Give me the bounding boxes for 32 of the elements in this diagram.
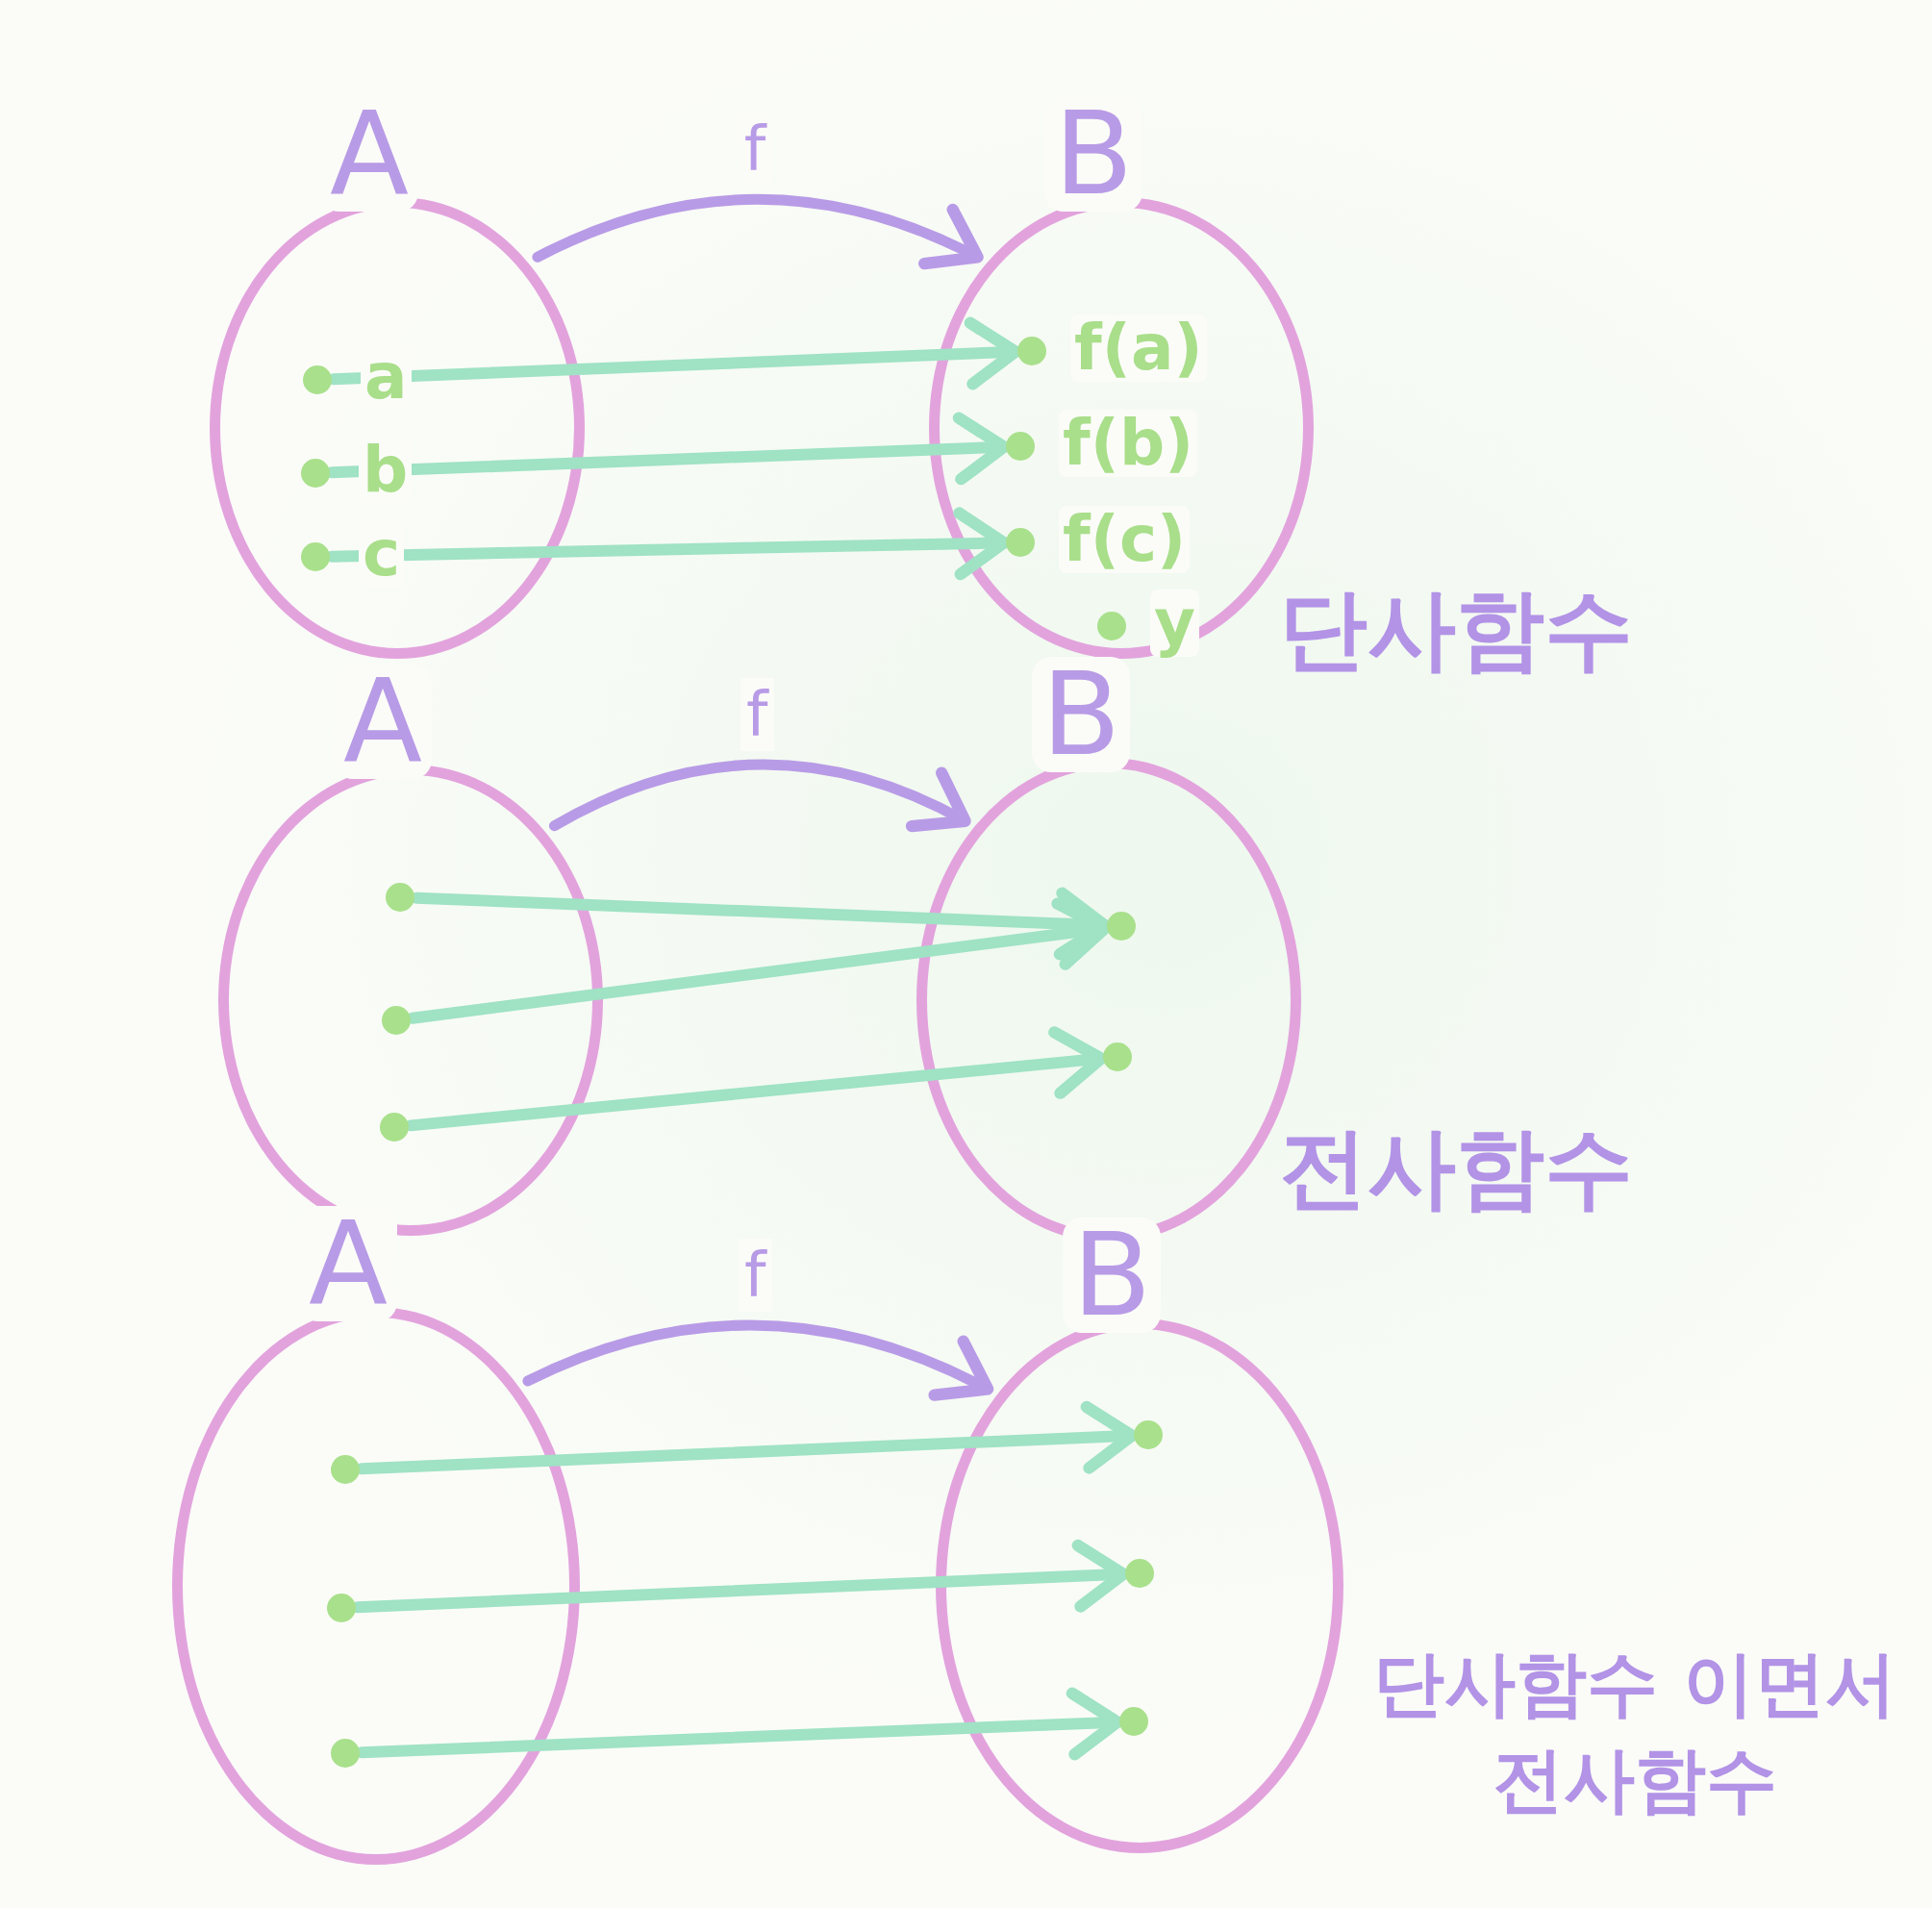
point-dot: [331, 1739, 360, 1768]
point-dot: [301, 459, 330, 488]
point-dot: [1119, 1707, 1148, 1736]
point-dot: [1017, 337, 1046, 365]
caption-text: 단사함수: [1279, 577, 1633, 683]
edge-label: f: [739, 1239, 772, 1313]
point-dot: [1125, 1559, 1154, 1588]
point-dot: [1134, 1420, 1163, 1449]
point-dot: [1097, 612, 1126, 640]
element-label: f(c): [1059, 506, 1191, 573]
edge-label: f: [740, 678, 774, 752]
point-dot: [386, 883, 414, 912]
point-dot: [1006, 432, 1035, 461]
point-dot: [303, 365, 332, 394]
caption-text: 전사함수: [1279, 1116, 1633, 1221]
point-dot: [380, 1113, 409, 1142]
set-label: B: [1063, 1218, 1162, 1333]
point-dot: [301, 542, 330, 571]
element-label: f(b): [1059, 410, 1198, 477]
function-arrow: [522, 1319, 994, 1403]
set-label: B: [1032, 657, 1131, 772]
point-dot: [1006, 528, 1035, 557]
point-dot: [327, 1594, 356, 1622]
caption-text: 단사함수 이면서 전사함수: [1372, 1641, 1897, 1822]
point-dot: [1107, 912, 1136, 941]
point-dot: [1103, 1042, 1132, 1071]
point-dot: [331, 1455, 360, 1484]
element-label: f(a): [1070, 314, 1207, 382]
point-dot: [382, 1006, 411, 1035]
function-arrow: [548, 759, 971, 835]
function-arrow: [532, 193, 984, 272]
element-label: y: [1150, 590, 1200, 657]
